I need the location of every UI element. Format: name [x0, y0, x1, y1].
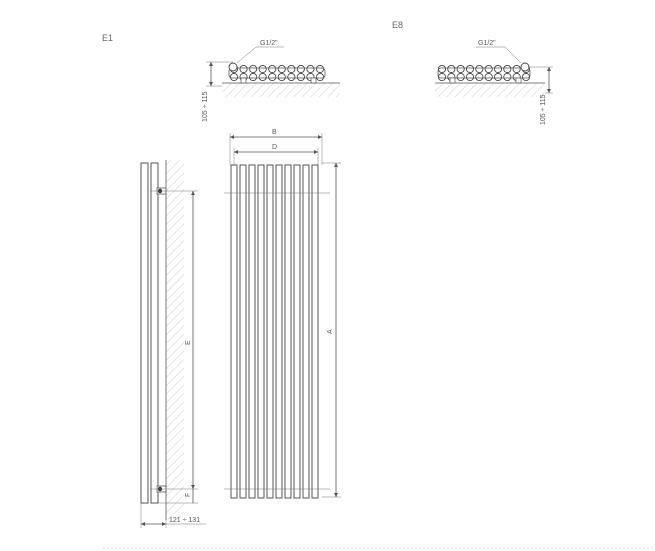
tube-section-icon [249, 72, 258, 82]
wall-hatch [222, 83, 340, 97]
tube-section-icon [287, 64, 296, 74]
tube-section-icon [484, 64, 493, 74]
tube-section-icon [296, 64, 305, 74]
front-view: B D A [224, 129, 341, 499]
variant-label-e8: E8 [392, 20, 403, 30]
radiator-tube [284, 164, 292, 499]
wall-hatch [435, 83, 545, 97]
tube-section-icon [239, 64, 248, 74]
tube-section-icon [503, 72, 512, 82]
wall-hatch [166, 160, 184, 520]
tube-section-icon [306, 64, 315, 74]
radiator-tube [248, 164, 256, 499]
variant-label-e1: E1 [102, 33, 113, 43]
tube-section-icon [296, 72, 305, 82]
radiator-tube [230, 164, 238, 499]
tube-section-icon [512, 64, 521, 74]
tube-section-icon [268, 72, 277, 82]
front-tube-group [230, 164, 319, 499]
tube-section-icon [315, 72, 325, 82]
dim-f-label: F [185, 493, 192, 497]
tube-section-icon [258, 64, 267, 74]
dim-d-label: D [272, 144, 277, 151]
bracket [240, 77, 247, 84]
bracket [449, 77, 456, 84]
radiator-tube [257, 164, 265, 499]
radiator-tube [266, 164, 274, 499]
bracket [515, 77, 522, 84]
radiator-tube [302, 164, 310, 499]
bracket [310, 77, 317, 84]
radiator-tube [293, 164, 301, 499]
dim-a-label: A [327, 329, 334, 334]
tube-section-icon [493, 72, 503, 82]
radiator-tube [239, 164, 247, 499]
tube-section-icon [521, 72, 531, 82]
wall-gap-label-e1: 105 ÷ 115 [202, 91, 209, 122]
tube-section-icon [456, 64, 465, 74]
radiator-tube [311, 164, 319, 499]
thread-label-e8: G1/2" [478, 40, 496, 47]
tube-section-icon [475, 64, 484, 74]
valve-connector-icon [228, 62, 238, 72]
tube-section-icon [465, 64, 475, 74]
depth-label: 121 ÷ 131 [169, 517, 200, 524]
tube-section-icon [447, 64, 456, 74]
tube-section-icon [484, 72, 493, 82]
tube-section-icon [277, 72, 286, 82]
tube-section-icon [268, 64, 277, 74]
tube-section-icon [315, 64, 325, 74]
top-view-e8: G1/2" 105 ÷ 115 [435, 40, 553, 125]
top-view-e1: G1/2" 105 ÷ 115 [202, 40, 340, 122]
tube-section-icon [277, 64, 286, 74]
tube-section-icon [456, 72, 465, 82]
tube-section-icon [437, 72, 447, 82]
tube-section-icon [287, 72, 296, 82]
tube-section-icon [229, 72, 239, 82]
dim-b-label: B [272, 129, 277, 136]
thread-label-e1: G1/2" [260, 40, 278, 47]
tube-section-icon [503, 64, 512, 74]
tube-section-icon [465, 72, 475, 82]
valve-connector-icon [520, 62, 530, 72]
tube-section-icon [493, 64, 503, 74]
dim-e-label: E [185, 340, 192, 345]
side-view: E F 121 ÷ 131 [140, 160, 206, 528]
tube-section-icon [258, 72, 267, 82]
tube-section-icon [437, 64, 447, 74]
tube-section-icon [475, 72, 484, 82]
tube-section-icon [249, 64, 258, 74]
radiator-tube [275, 164, 283, 499]
wall-gap-label-e8: 105 ÷ 115 [540, 94, 547, 125]
